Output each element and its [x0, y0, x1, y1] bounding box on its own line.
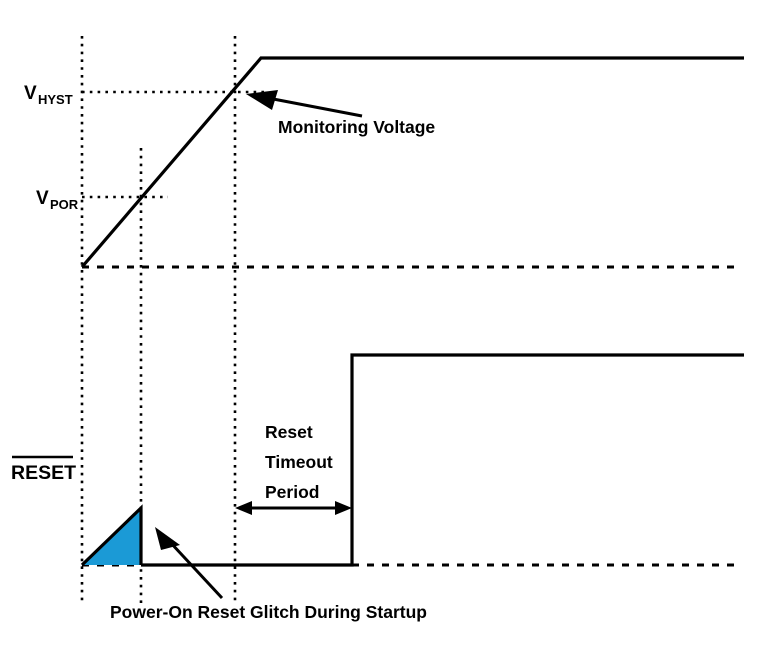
monitoring-voltage-arrow-head: [246, 90, 278, 110]
vhyst-symbol: V: [24, 83, 37, 104]
power-on-reset-glitch-annotation: Power-On Reset Glitch During Startup: [110, 527, 427, 622]
vpor-symbol: V: [36, 188, 49, 209]
power-on-reset-glitch-label: Power-On Reset Glitch During Startup: [110, 602, 427, 622]
vhyst-axis-label: V HYST: [24, 83, 73, 107]
reset-timeout-arrow-head-right: [335, 501, 352, 515]
glitch-arrow-head: [155, 527, 180, 550]
reset-timeout-line-3: Period: [265, 482, 319, 502]
reset-timeout-period-annotation: Reset Timeout Period: [235, 422, 352, 515]
reset-timeout-line-1: Reset: [265, 422, 313, 442]
monitoring-voltage-waveform: [80, 56, 744, 269]
reset-label-text: RESET: [11, 462, 76, 484]
monitoring-voltage-label: Monitoring Voltage: [278, 117, 435, 137]
vhyst-subscript: HYST: [38, 92, 73, 107]
glitch-arrow-shaft: [168, 540, 224, 600]
reset-timeout-arrow-head-left: [235, 501, 252, 515]
monitoring-voltage-arrow-shaft: [267, 96, 363, 118]
vpor-subscript: POR: [50, 197, 79, 212]
reset-signal-label: RESET: [11, 455, 76, 484]
reset-timeout-line-2: Timeout: [265, 452, 333, 472]
power-on-reset-glitch-outline: [80, 504, 143, 567]
reset-output-waveform: [141, 353, 744, 567]
vpor-axis-label: V POR: [36, 188, 79, 212]
monitoring-voltage-annotation: Monitoring Voltage: [246, 90, 435, 137]
